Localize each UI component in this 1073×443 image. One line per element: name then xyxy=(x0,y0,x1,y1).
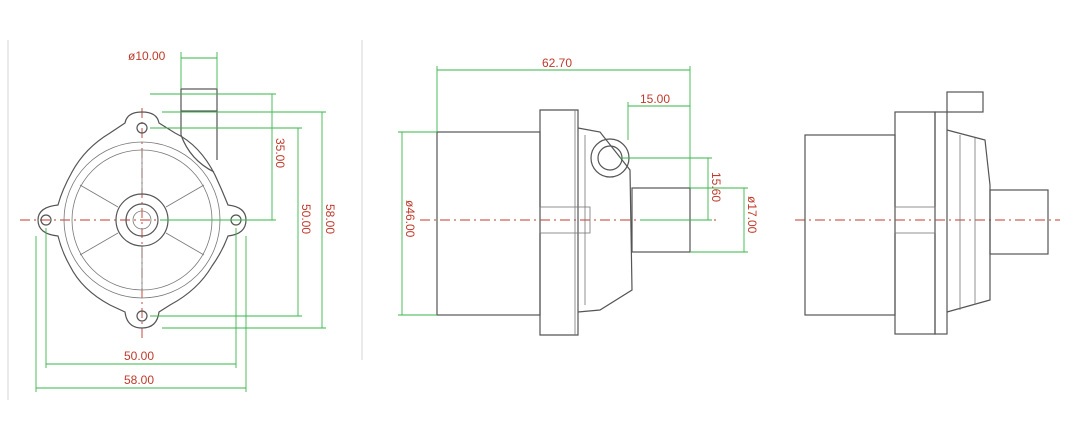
side-flange xyxy=(539,109,579,336)
rear-view xyxy=(795,91,1060,335)
mount-hole-top xyxy=(136,122,148,134)
rear-motor-body xyxy=(804,134,896,316)
rear-inlet-pipe xyxy=(946,91,984,113)
side-view: 62.70 15.00 15.60 ø17.00 ø46.00 xyxy=(398,56,759,336)
impeller-ribs xyxy=(79,150,205,290)
mount-hole-left xyxy=(40,214,52,226)
side-motor-body xyxy=(436,131,541,316)
dim-mount-offset: 35.00 xyxy=(273,138,287,168)
rear-flange xyxy=(894,111,936,335)
impeller-hub-inner xyxy=(125,203,159,237)
side-inlet-port-inner xyxy=(597,145,623,171)
mount-hole-bottom xyxy=(136,310,148,322)
front-view: ø10.00 35.00 50.00 58.00 50.00 58.00 xyxy=(20,49,337,392)
inlet-pipe-top xyxy=(180,88,218,112)
impeller-shaft xyxy=(132,210,152,230)
dim-hole-spacing-v: 50.00 xyxy=(299,204,313,234)
inlet-pipe-body xyxy=(180,111,218,173)
dim-inlet-offset: 15.00 xyxy=(640,92,670,106)
dim-overall-width: 58.00 xyxy=(124,373,154,387)
dim-overall-height: 58.00 xyxy=(323,204,337,234)
dim-inlet-diameter: ø10.00 xyxy=(128,49,166,63)
dim-body-diameter: ø46.00 xyxy=(403,200,417,238)
side-shaft xyxy=(539,206,591,234)
rear-shaft xyxy=(894,206,936,234)
side-volute xyxy=(577,127,633,313)
dim-outlet-diameter: ø17.00 xyxy=(745,196,759,234)
rear-flange-plate xyxy=(934,111,948,335)
rear-volute xyxy=(946,129,991,313)
rear-outlet-pipe xyxy=(989,189,1049,255)
dim-overall-length: 62.70 xyxy=(542,56,572,70)
dim-outlet-height: 15.60 xyxy=(709,172,723,202)
dim-hole-spacing-h: 50.00 xyxy=(124,349,154,363)
front-housing xyxy=(37,111,247,329)
